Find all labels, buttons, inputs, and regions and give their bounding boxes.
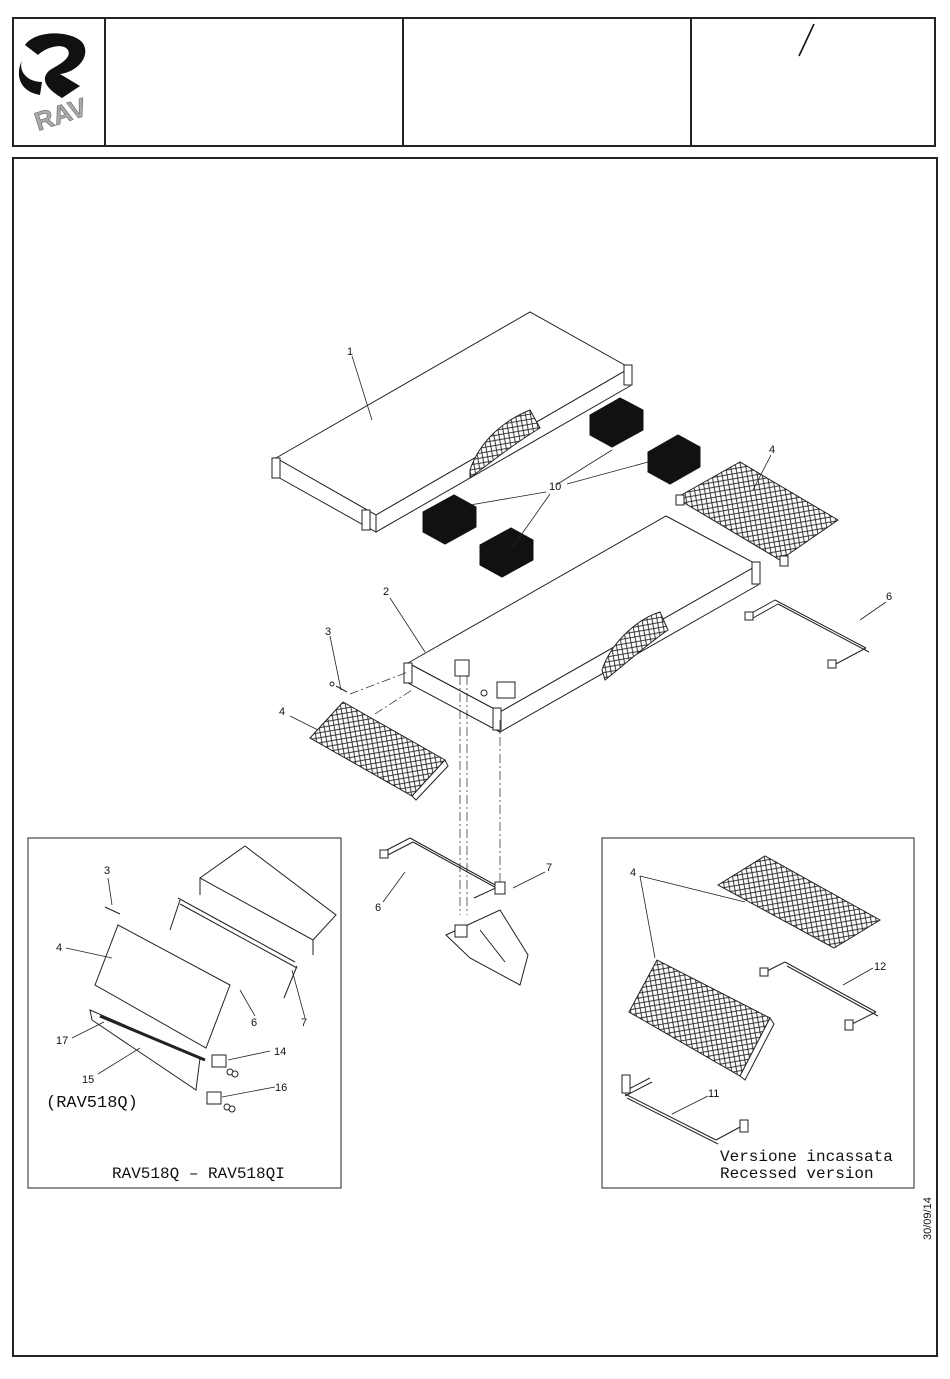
callout-1: 1	[347, 346, 353, 358]
inset-left-callout-7: 7	[301, 1017, 307, 1029]
callout-4-upper: 4	[769, 444, 775, 456]
callout-6-lower: 6	[375, 902, 381, 914]
inset-right-callout-12: 12	[874, 961, 886, 973]
inset-right-caption-en: Recessed version	[720, 1165, 874, 1183]
inset-left-callout-15: 15	[82, 1074, 94, 1086]
inset-left-callout-14: 14	[274, 1046, 286, 1058]
callout-7: 7	[546, 862, 552, 874]
inset-left-callout-4: 4	[56, 942, 62, 954]
part-6-bar-right	[745, 600, 869, 668]
part-6-bar-lower	[380, 838, 505, 898]
inset-left-parts	[90, 846, 336, 1112]
inset-left-caption: (RAV518Q)	[46, 1094, 138, 1113]
inset-right-parts	[622, 856, 880, 1144]
part-2-deck	[404, 516, 760, 732]
inset-left-callout-3: 3	[104, 865, 110, 877]
inset-left-footer: RAV518Q – RAV518QI	[112, 1165, 285, 1183]
callout-6-upper: 6	[886, 591, 892, 603]
callout-10: 10	[549, 481, 561, 493]
inset-left-callout-17: 17	[56, 1035, 68, 1047]
inset-left-callout-16: 16	[275, 1082, 287, 1094]
callout-2: 2	[383, 586, 389, 598]
part-3-pin	[330, 682, 347, 692]
inset-left-callout-6: 6	[251, 1017, 257, 1029]
part-4-mesh-left	[310, 702, 448, 800]
inset-right-callout-11: 11	[708, 1088, 719, 1100]
callout-3: 3	[325, 626, 331, 638]
callout-4-left: 4	[279, 706, 285, 718]
inset-right-caption-it: Versione incassata	[720, 1148, 893, 1166]
leaders-10	[470, 450, 648, 548]
part-7-bracket	[446, 910, 528, 985]
inset-right-callout-4: 4	[630, 867, 636, 879]
drawing-date: 30/09/14	[922, 1197, 934, 1240]
